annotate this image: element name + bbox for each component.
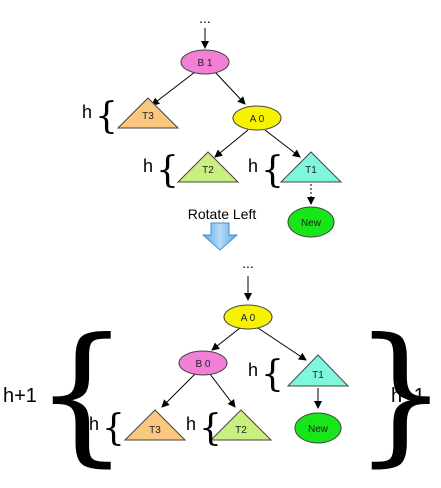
before-brace-t1: {: [261, 150, 284, 191]
after-node-b-label: B 0: [195, 359, 210, 370]
before-node-new-label: New: [301, 218, 322, 229]
before-height-t1-label: h: [248, 156, 258, 176]
after-subtree-t1-label: T1: [312, 370, 324, 381]
before-node-b-label: B 1: [197, 58, 212, 69]
after-node-new: New: [294, 412, 342, 444]
before-top-ellipsis: ...: [199, 10, 211, 26]
after-right-height-label: h+1: [391, 385, 425, 407]
after-edge-b-t3: [161, 373, 196, 408]
after-tree: ... A 0 B 0 T1 h { T3 h {: [3, 255, 441, 481]
before-tree: ... B 1 A 0 T3 h { T2 h {: [82, 10, 343, 238]
before-height-t2-label: h: [143, 156, 153, 176]
after-edge-a-t1: [257, 327, 307, 361]
before-brace-t2: {: [156, 150, 179, 191]
before-edge-b-t3: [151, 71, 196, 106]
before-node-b: B 1: [180, 49, 230, 75]
rotate-left-label: Rotate Left: [188, 206, 257, 222]
after-subtree-t1: T1: [286, 354, 350, 387]
after-subtree-t3-label: T3: [149, 425, 161, 436]
before-node-a: A 0: [232, 105, 282, 131]
after-left-big-brace: {: [34, 307, 129, 481]
after-brace-t3: {: [102, 408, 125, 449]
after-node-a: A 0: [223, 304, 273, 330]
after-brace-t2: {: [199, 408, 222, 449]
before-edge-a-t1: [264, 129, 301, 158]
after-subtree-t3: T3: [123, 409, 187, 441]
after-node-b: B 0: [178, 350, 228, 376]
before-subtree-t2-label: T2: [202, 165, 214, 176]
down-arrow-icon: [201, 222, 239, 251]
before-brace-t3: {: [95, 96, 118, 137]
after-node-new-label: New: [308, 424, 329, 435]
after-subtree-t2: T2: [209, 409, 273, 441]
after-left-height-label: h+1: [3, 385, 37, 407]
after-brace-t1: {: [261, 354, 284, 395]
before-subtree-t3: T3: [116, 97, 180, 129]
before-edge-a-t2: [214, 129, 249, 158]
before-subtree-t2: T2: [176, 151, 240, 183]
after-height-t2-label: h: [186, 414, 196, 434]
before-subtree-t3-label: T3: [142, 111, 154, 122]
after-edge-a-b: [211, 327, 241, 351]
after-node-a-label: A 0: [241, 313, 256, 324]
rotation-transition: Rotate Left: [188, 206, 257, 251]
after-height-t1-label: h: [248, 360, 258, 380]
after-top-ellipsis: ...: [242, 255, 254, 271]
after-height-t3-label: h: [89, 414, 99, 434]
after-edge-b-t2: [209, 373, 236, 408]
after-right-big-brace: }: [353, 307, 441, 481]
before-subtree-t1-label: T1: [305, 165, 317, 176]
before-node-a-label: A 0: [250, 114, 265, 125]
before-node-new: New: [287, 206, 335, 238]
before-edge-b-a: [214, 71, 246, 105]
after-subtree-t2-label: T2: [235, 425, 247, 436]
before-height-t3-label: h: [82, 102, 92, 122]
before-subtree-t1: T1: [279, 151, 343, 183]
